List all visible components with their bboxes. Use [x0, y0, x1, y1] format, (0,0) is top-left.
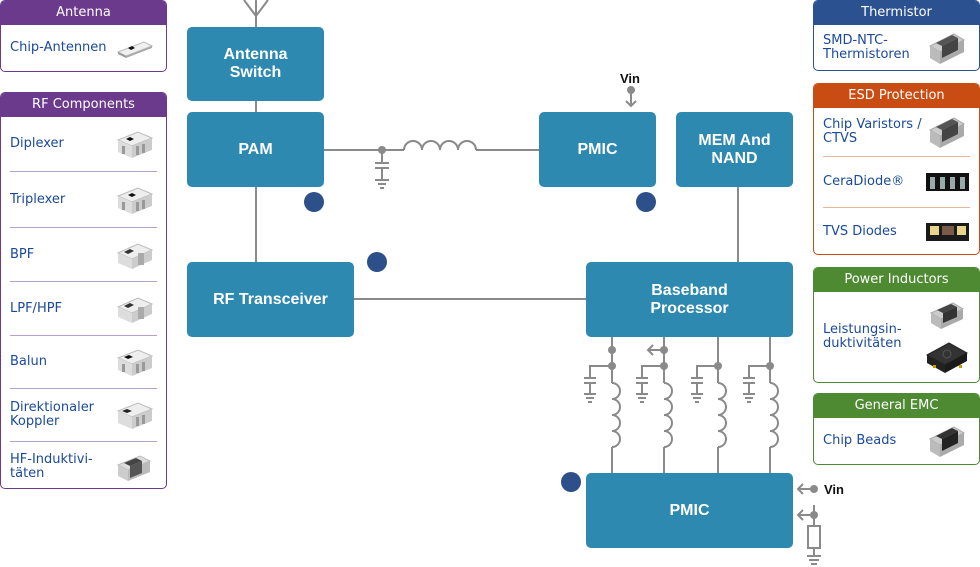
- filter-chip-icon: [112, 289, 156, 329]
- divider: [10, 441, 157, 442]
- item-balun[interactable]: Balun: [1, 336, 166, 388]
- item-chip-antennen[interactable]: Chip-Antennen: [1, 25, 166, 71]
- hotspot-marker-pmic-bottom[interactable]: [561, 472, 581, 492]
- power-inductor-icon: [925, 295, 969, 379]
- divider: [10, 227, 157, 228]
- panel-esd-protection: ESD Protection Chip Varistors /CTVS Cera…: [813, 83, 980, 255]
- block-pmic-bottom[interactable]: PMIC: [586, 473, 793, 548]
- panel-rf-components: RF Components Diplexer Triplexer BPF LPF…: [0, 92, 167, 489]
- lc-filter-top: [323, 140, 540, 189]
- item-label: LPF/HPF: [10, 300, 63, 316]
- lc-branches: [584, 336, 779, 474]
- hotspot-marker-rf-transceiver[interactable]: [367, 252, 387, 272]
- block-rf-transceiver[interactable]: RF Transceiver: [187, 262, 354, 337]
- antenna-symbol-icon: [243, 0, 269, 28]
- panel-antenna-title: Antenna: [1, 1, 166, 25]
- item-diplexer[interactable]: Diplexer: [1, 117, 166, 171]
- item-leistungsinduktivitaeten[interactable]: Leistungsin-duktivitäten: [814, 292, 979, 382]
- panel-general-emc-title: General EMC: [814, 394, 979, 418]
- tvs-diode-icon: [925, 212, 969, 252]
- panel-thermistor: Thermistor SMD-NTC-Thermistoren: [813, 0, 980, 71]
- item-chip-beads[interactable]: Chip Beads: [814, 418, 979, 464]
- item-label: Balun: [10, 354, 47, 369]
- item-triplexer[interactable]: Triplexer: [1, 172, 166, 227]
- multilayer-chip-icon: [112, 342, 156, 382]
- divider: [10, 171, 157, 172]
- divider: [823, 207, 970, 208]
- filter-chip-icon: [112, 235, 156, 275]
- panel-general-emc: General EMC Chip Beads: [813, 393, 980, 465]
- panel-power-inductors: Power Inductors Leistungsin-duktivitäten: [813, 267, 980, 383]
- ceradiode-array-icon: [925, 162, 969, 202]
- item-bpf[interactable]: BPF: [1, 228, 166, 281]
- chip-bead-icon: [925, 421, 969, 461]
- item-hf-induktivitaeten[interactable]: HF-Induktivi-täten: [1, 442, 166, 488]
- chip-inductor-icon: [112, 447, 156, 487]
- item-label: HF-Induktivi-täten: [10, 452, 93, 481]
- item-label: BPF: [10, 246, 35, 262]
- item-label: Triplexer: [10, 191, 66, 207]
- item-label: Leistungsin-duktivitäten: [823, 322, 902, 351]
- panel-esd-protection-title: ESD Protection: [814, 84, 979, 108]
- item-label: Diplexer: [10, 136, 64, 151]
- multilayer-chip-icon: [112, 124, 156, 164]
- panel-rf-components-title: RF Components: [1, 93, 166, 117]
- item-lpf-hpf[interactable]: LPF/HPF: [1, 282, 166, 335]
- vin-bottom-label: Vin: [824, 482, 844, 497]
- chip-antenna-icon: [112, 28, 156, 68]
- item-label: SMD-NTC-Thermistoren: [823, 33, 910, 62]
- item-tvs-diodes[interactable]: TVS Diodes: [814, 208, 979, 254]
- panel-thermistor-title: Thermistor: [814, 1, 979, 25]
- item-ceradiode[interactable]: CeraDiode®: [814, 157, 979, 207]
- divider: [10, 335, 157, 336]
- item-label: CeraDiode®: [823, 174, 905, 189]
- item-chip-varistors-ctvs[interactable]: Chip Varistors /CTVS: [814, 108, 979, 156]
- item-label: Chip Beads: [823, 433, 897, 448]
- hotspot-marker-pam[interactable]: [304, 192, 324, 212]
- multilayer-chip-icon: [112, 395, 156, 435]
- chip-varistor-icon: [925, 112, 969, 152]
- divider: [823, 156, 970, 157]
- item-label: Chip Varistors /CTVS: [823, 117, 922, 146]
- item-label: TVS Diodes: [823, 224, 897, 239]
- panel-antenna: Antenna Chip-Antennen: [0, 0, 167, 72]
- multilayer-chip-icon: [112, 180, 156, 220]
- hotspot-marker-pmic-top[interactable]: [636, 192, 656, 212]
- divider: [10, 388, 157, 389]
- item-smd-ntc-thermistoren[interactable]: SMD-NTC-Thermistoren: [814, 25, 979, 70]
- block-pmic-top[interactable]: PMIC: [539, 112, 656, 187]
- item-label: Chip-Antennen: [10, 40, 107, 55]
- chip-thermistor-icon: [925, 28, 969, 68]
- panel-power-inductors-title: Power Inductors: [814, 268, 979, 292]
- block-pam[interactable]: PAM: [187, 112, 324, 187]
- vin-top-label: Vin: [620, 71, 640, 86]
- divider: [10, 281, 157, 282]
